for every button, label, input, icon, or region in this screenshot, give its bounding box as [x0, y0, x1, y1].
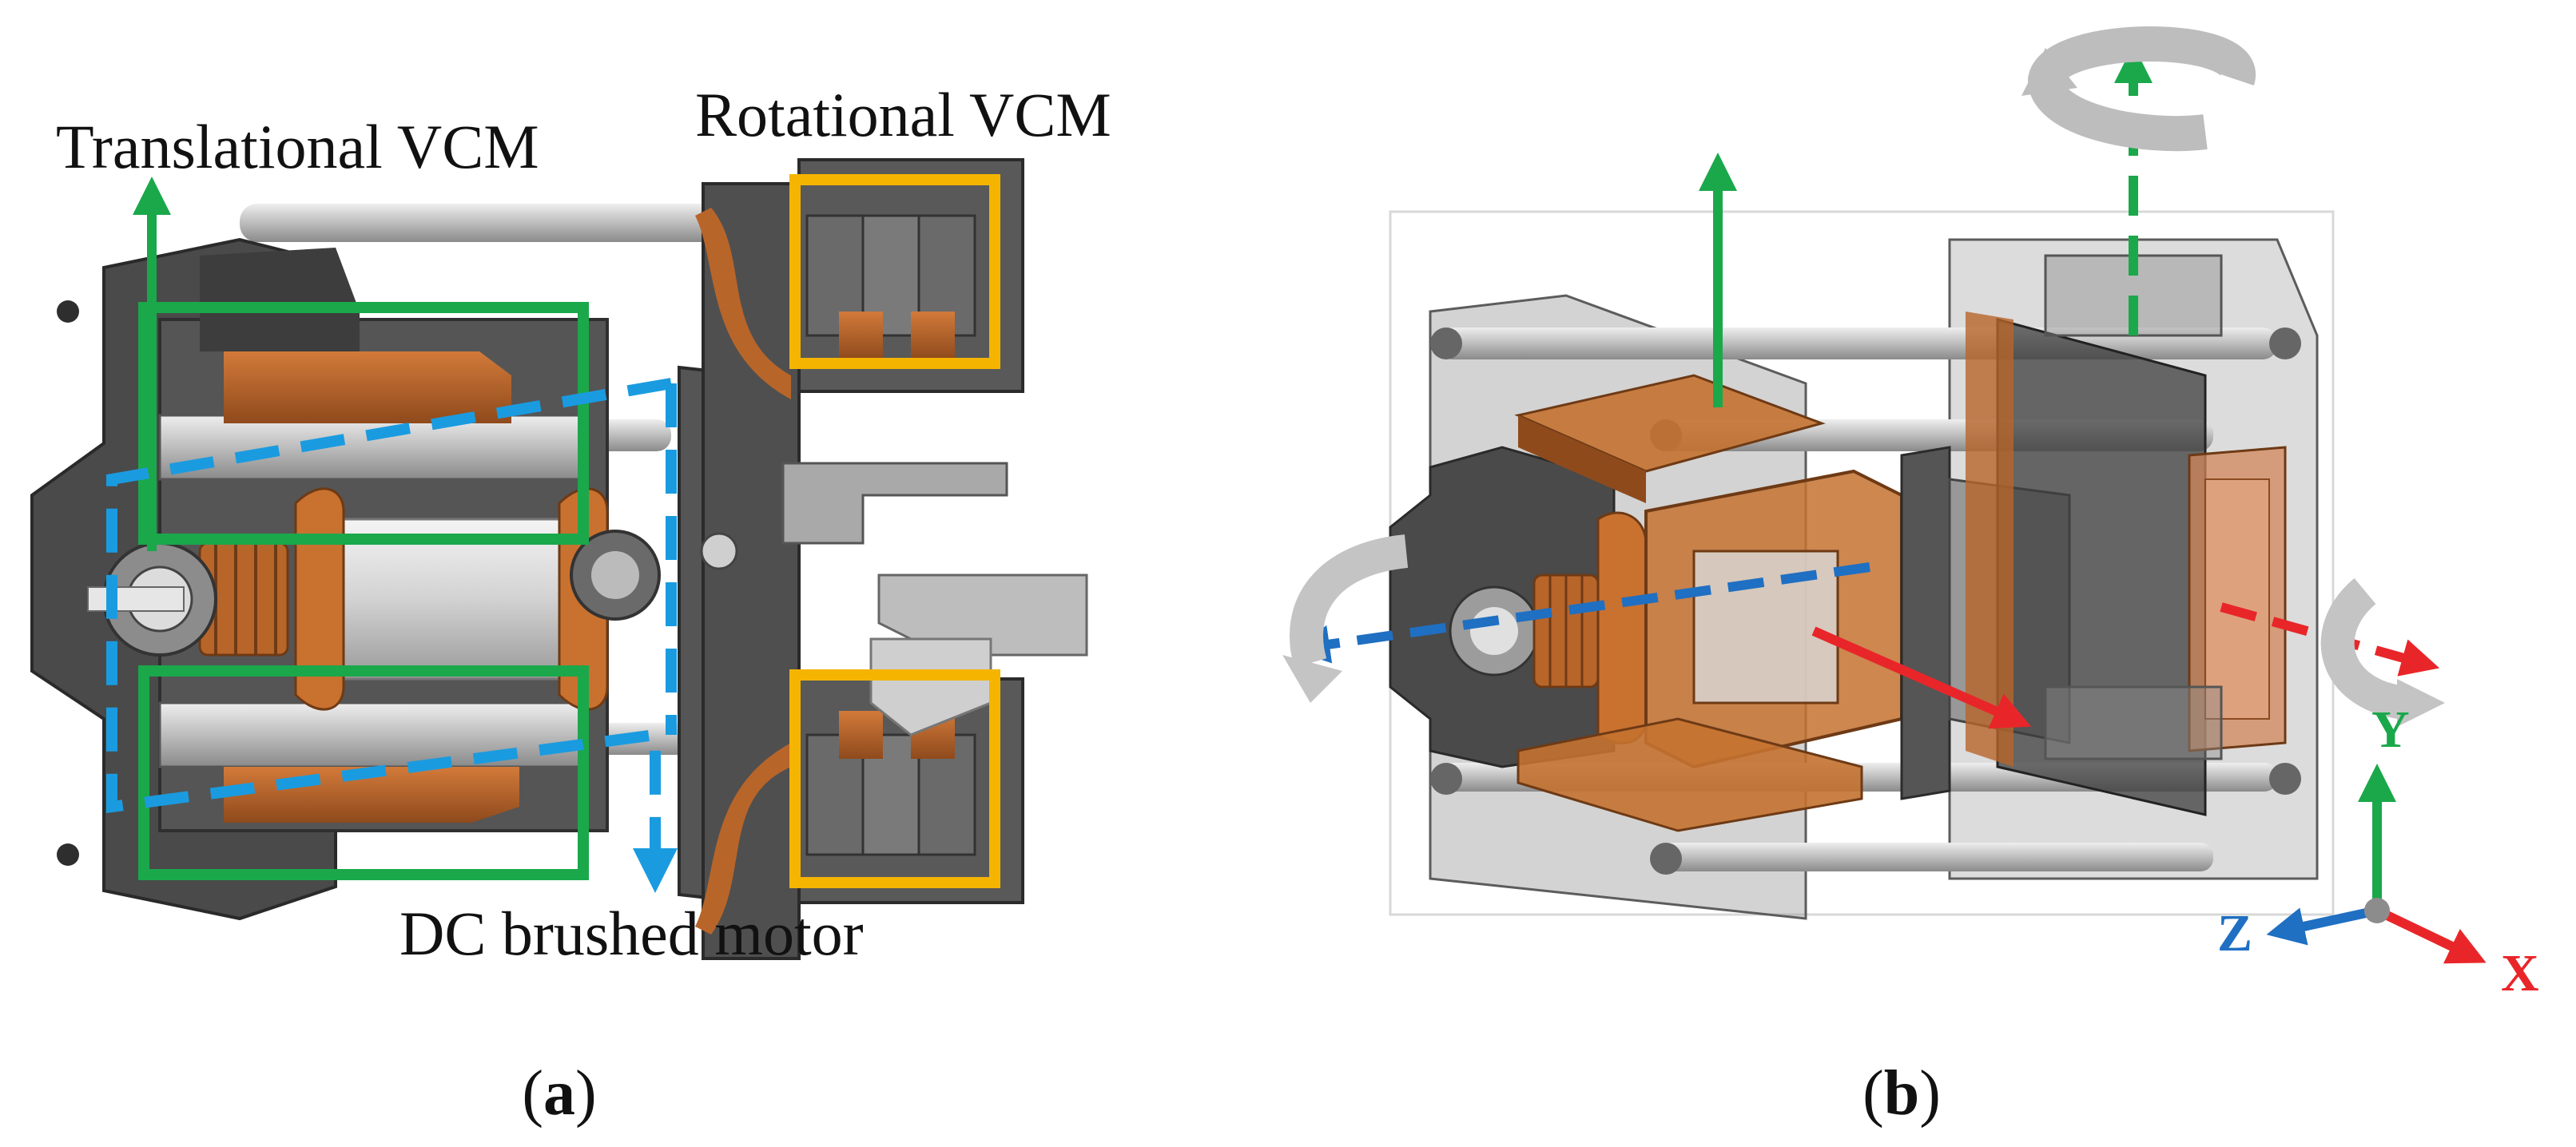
- rotation-arrow-left-icon: [1282, 534, 1409, 703]
- bearing-inner: [1470, 607, 1518, 655]
- translational-carrier-bottom: [1517, 717, 1863, 832]
- translational-vcm-box-top: [138, 302, 589, 545]
- rod-end-icon: [1430, 327, 1462, 359]
- guide-rod-top: [240, 204, 735, 242]
- rod-end-icon: [2269, 763, 2301, 795]
- label-translational-vcm: Translational VCM: [56, 112, 539, 181]
- rotation-arrow-right-icon: [2320, 577, 2445, 727]
- z-axis-arrow: [2266, 906, 2379, 946]
- output-bracket: [877, 574, 1088, 657]
- upper-housing-block: [200, 248, 360, 351]
- coupler-joint: [700, 532, 738, 570]
- rotational-vcm-box-top: [789, 174, 1000, 369]
- caption-b: (b): [1862, 1058, 1941, 1129]
- axis-label-y: Y: [2371, 701, 2410, 759]
- bearing-right-inner: [591, 551, 639, 599]
- rod-end-icon: [1430, 763, 1462, 795]
- x-axis-arrow: [2375, 906, 2487, 964]
- magnet-bar-bottom: [158, 701, 585, 768]
- rotation-arrow-top-icon: [2021, 26, 2256, 152]
- horizontal-translation-arrow: [1811, 626, 2031, 729]
- output-bracket-lower: [869, 637, 992, 736]
- rotor-plate-b: [1900, 446, 1951, 800]
- translational-carrier-top-front: [1518, 415, 1646, 503]
- armature-windings-b: [1596, 511, 1648, 744]
- magnet-inner: [2204, 478, 2270, 720]
- magnet-bar-top: [158, 414, 585, 481]
- commutator-b: [1532, 574, 1600, 689]
- dc-motor-dashed-outline: [106, 378, 678, 893]
- commutator: [198, 542, 289, 657]
- flex-coil-bottom: [695, 743, 791, 935]
- rotational-magnets-bottom: [805, 711, 976, 856]
- rod-end-icon: [1650, 843, 1682, 875]
- coupler-bracket: [781, 462, 1008, 545]
- label-rotational-vcm: Rotational VCM: [695, 80, 1111, 149]
- coordinate-triad: Y X Z: [2217, 701, 2539, 1002]
- translational-vcm-box-bottom: [138, 665, 589, 880]
- spindle-rotation-axis: [1291, 562, 1870, 664]
- rod-end-icon: [2269, 327, 2301, 359]
- armature-body: [342, 518, 561, 681]
- translational-coil-top: [224, 351, 511, 423]
- caption-a: (a): [522, 1058, 596, 1129]
- screw-icon: [57, 300, 79, 323]
- rotational-magnets-top: [805, 214, 976, 359]
- axis-label-z: Z: [2217, 904, 2252, 962]
- rotational-vcm-box-bottom: [789, 669, 1000, 888]
- x-rotation-axis: [2220, 602, 2440, 677]
- panel-b: Y X Z (b): [1282, 26, 2539, 1129]
- rotational-lower-block: [2044, 685, 2223, 760]
- axis-label-x: X: [2501, 944, 2539, 1002]
- screw-icon: [57, 843, 79, 866]
- panel-a: Translational VCM Rotational VCM DC brus…: [30, 80, 1111, 1129]
- label-dc-brushed-motor: DC brushed motor: [400, 899, 864, 968]
- triad-origin: [2364, 898, 2390, 923]
- motor-shaft: [87, 586, 185, 612]
- rotational-coil-copper: [1966, 312, 2013, 767]
- flex-coil-top: [695, 208, 791, 399]
- rod-b-bottom: [1654, 843, 2213, 871]
